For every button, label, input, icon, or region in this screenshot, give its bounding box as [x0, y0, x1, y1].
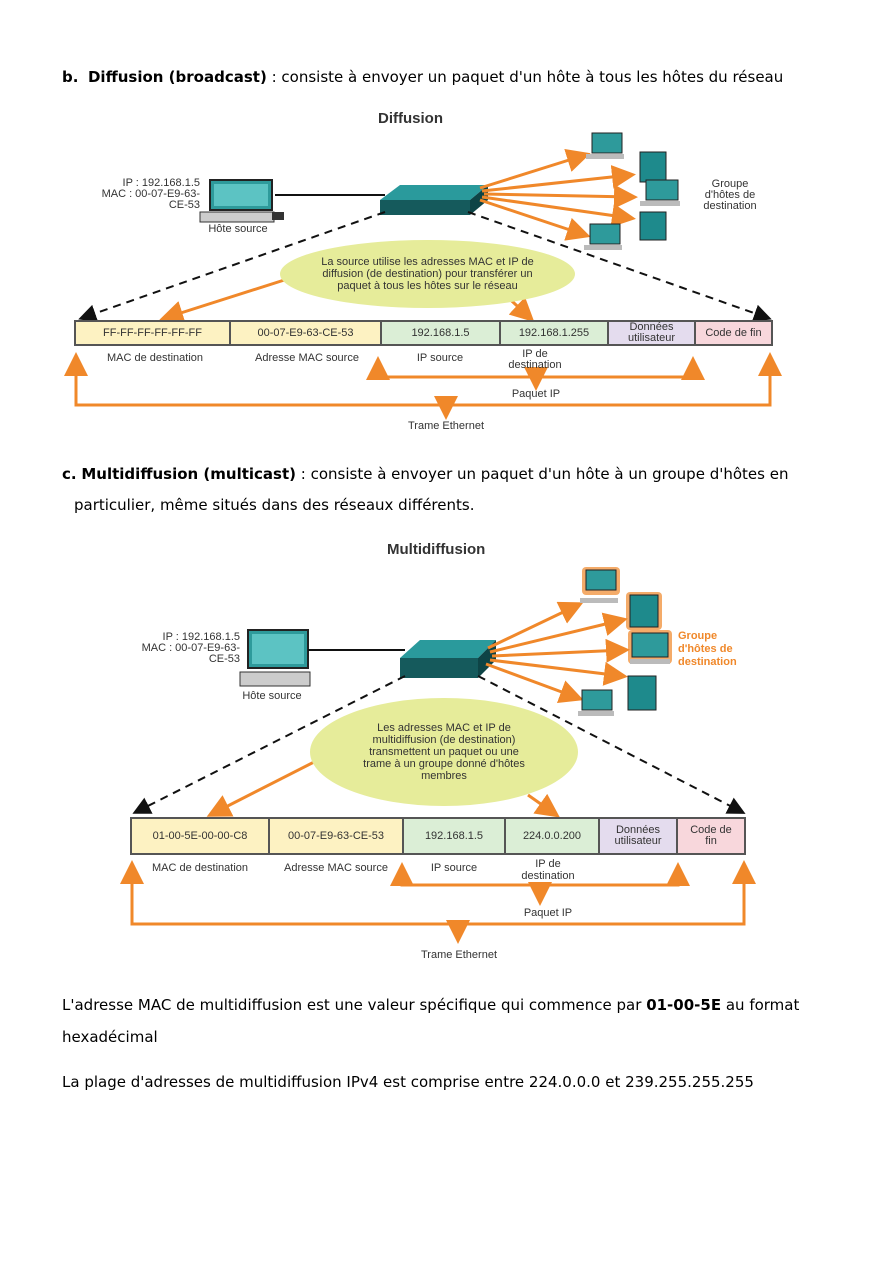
label-trame: Trame Ethernet: [407, 420, 484, 432]
source-mac-line2: CE-53: [208, 653, 240, 665]
field-data: Données utilisateur: [607, 320, 696, 346]
source-ip: IP : 192.168.1.5: [122, 177, 200, 189]
field-mac-source: 00-07-E9-63-CE-53: [268, 817, 404, 855]
label-paquet-ip: Paquet IP: [511, 388, 561, 400]
note-range: La plage d'adresses de multidiffusion IP…: [62, 1073, 754, 1091]
member-tower-icon: [626, 592, 662, 630]
label-ip-dest: IP de destination: [521, 858, 575, 882]
host-pc-icon: [578, 689, 614, 716]
field-end: Code de fin: [676, 817, 746, 855]
section-c-text2: particulier, même situés dans des réseau…: [74, 496, 475, 514]
field-mac-dest: 01-00-5E-00-00-C8: [130, 817, 270, 855]
switch-icon: [400, 640, 496, 678]
switch-icon: [380, 185, 488, 215]
field-ip-source: 192.168.1.5: [380, 320, 501, 346]
group-label-3: destination: [678, 656, 737, 668]
host-pc-icon: [584, 223, 622, 250]
label-trame: Trame Ethernet: [420, 949, 497, 961]
source-info: IP : 192.168.1.5 MAC : 00-07-E9-63- CE-5…: [118, 632, 240, 665]
section-b-text: : consiste à envoyer un paquet d'un hôte…: [266, 68, 784, 86]
multicast-bubble: Les adresses MAC et IP de multidiffusion…: [310, 698, 578, 806]
section-b-title: Diffusion (broadcast): [87, 68, 267, 86]
source-pc-icon: [239, 629, 311, 687]
note-mac-line1: L'adresse MAC de multidiffusion est une …: [62, 994, 852, 1016]
label-ip-source: IP source: [416, 352, 464, 364]
host-tower-icon: [627, 675, 657, 711]
host-pc-icon: [586, 132, 624, 159]
note-mac-after: au format: [721, 996, 800, 1014]
section-c-title: Multidiffusion (multicast): [81, 465, 297, 483]
section-c-heading: c. Multidiffusion (multicast) : consiste…: [62, 463, 842, 485]
group-label-2: d'hôtes de: [704, 189, 756, 201]
field-mac-dest: FF-FF-FF-FF-FF-FF: [74, 320, 231, 346]
field-ip-dest: 224.0.0.200: [504, 817, 600, 855]
host-tower-icon: [639, 151, 667, 183]
source-label: Hôte source: [242, 690, 302, 702]
source-pc-icon: [199, 179, 284, 223]
note-mac-before: L'adresse MAC de multidiffusion est une …: [62, 996, 647, 1014]
group-label: Groupe d'hôtes de destination: [690, 179, 770, 212]
label-mac-source: Adresse MAC source: [255, 352, 359, 364]
note-mac-line2: hexadécimal: [62, 1028, 158, 1046]
broadcast-title: Diffusion: [378, 110, 443, 127]
label-mac-source: Adresse MAC source: [284, 862, 388, 874]
source-mac-line2: CE-53: [168, 199, 200, 211]
group-label-1: Groupe: [711, 178, 749, 190]
section-c-text: : consiste à envoyer un paquet d'un hôte…: [296, 465, 789, 483]
section-c-prefix: c.: [62, 465, 77, 483]
label-mac-dest: MAC de destination: [152, 862, 248, 874]
group-label-1: Groupe: [678, 630, 718, 642]
group-label: Groupe d'hôtes de destination: [678, 630, 758, 669]
source-mac-line1: MAC : 00-07-E9-63-: [101, 188, 200, 200]
source-label: Hôte source: [208, 223, 268, 235]
multicast-title: Multidiffusion: [387, 541, 486, 558]
label-ip-dest: IP de destination: [508, 348, 562, 371]
section-b-prefix: b.: [62, 68, 79, 86]
field-ip-dest: 192.168.1.255: [499, 320, 609, 346]
label-mac-dest: MAC de destination: [107, 352, 203, 364]
broadcast-bubble: La source utilise les adresses MAC et IP…: [280, 240, 575, 308]
field-ip-source: 192.168.1.5: [402, 817, 506, 855]
host-tower-icon: [639, 211, 667, 241]
label-ip-source: IP source: [430, 862, 478, 874]
source-mac-line1: MAC : 00-07-E9-63-: [141, 642, 240, 654]
member-pc-icon: [580, 567, 620, 603]
label-paquet-ip: Paquet IP: [523, 907, 573, 919]
group-label-2: d'hôtes de: [678, 643, 733, 655]
field-data: Données utilisateur: [598, 817, 678, 855]
source-ip: IP : 192.168.1.5: [162, 631, 240, 643]
section-b-heading: b. Diffusion (broadcast) : consiste à en…: [62, 66, 783, 88]
member-pc-icon: [628, 630, 672, 664]
field-end: Code de fin: [694, 320, 773, 346]
note-mac-bold: 01-00-5E: [646, 996, 722, 1014]
host-pc-icon: [640, 179, 680, 206]
source-info: IP : 192.168.1.5 MAC : 00-07-E9-63- CE-5…: [80, 178, 200, 211]
group-label-3: destination: [703, 200, 757, 212]
